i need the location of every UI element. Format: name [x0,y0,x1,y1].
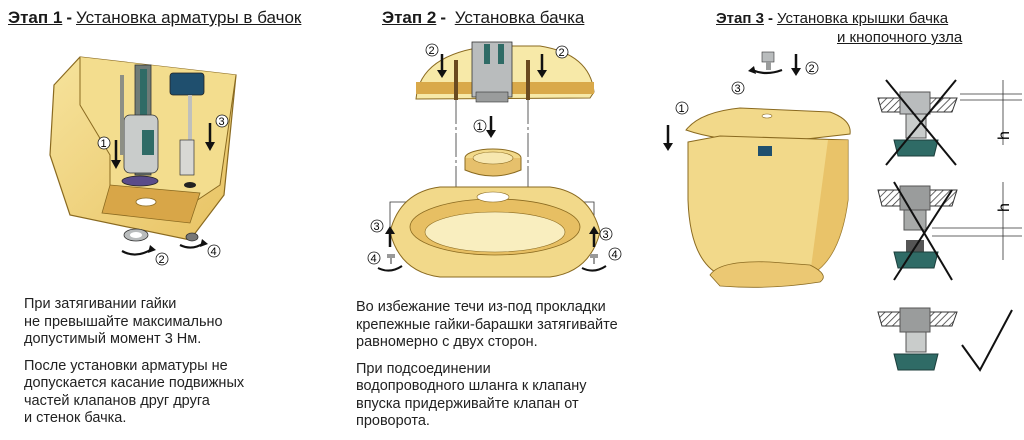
svg-text:2: 2 [809,63,815,75]
stage2-note-gasket: Во избежание течи из-под прокладки крепе… [356,299,618,350]
svg-text:3: 3 [374,221,380,233]
svg-text:2: 2 [559,47,565,59]
stage3-title-line2: и кнопочного узла [837,29,963,46]
stage3-name-line1: Установка крышки бачка [776,10,949,27]
stage1-label: Этап 1 [8,8,63,27]
stage3-title: Этап 3-Установка крышки бачка [716,10,949,27]
stage1-note-valves: После установки арматуры не допускается … [24,357,245,427]
stage1-notes: При затягивании гайки не превышайте макс… [24,296,344,437]
dimension-h-1: h [996,131,1013,140]
stage3-illustration: 1 2 3 [663,51,851,288]
svg-text:4: 4 [612,249,618,261]
svg-text:4: 4 [211,246,217,258]
svg-text:1: 1 [477,121,483,133]
button-fit-variants: h h [877,79,1022,372]
variant-wrong-2: h [877,181,1022,281]
svg-text:3: 3 [735,83,741,95]
svg-text:1: 1 [101,138,107,150]
stage3-label: Этап 3 [716,10,764,27]
variant-correct [877,307,1013,372]
svg-text:3: 3 [219,116,225,128]
svg-text:1: 1 [679,103,685,115]
svg-text:4: 4 [371,253,377,265]
stage2-title: Этап 2- Установка бачка [382,8,585,27]
stage1-note-torque: При затягивании гайки не превышайте макс… [24,296,223,347]
stage2-name: Установка бачка [454,8,585,27]
stage1-name: Установка арматуры в бачок [76,8,302,27]
dimension-h-2: h [996,203,1013,212]
variant-wrong-1: h [877,79,1022,166]
stage2-note-hose: При подсоединении водопроводного шланга … [356,360,587,430]
fill-valve-icon [169,72,205,188]
stage2-notes: Во избежание течи из-под прокладки крепе… [356,299,676,440]
stage2-label: Этап 2 [382,8,437,27]
flush-valve-icon [120,64,159,187]
stage2-illustration: 2 2 1 3 3 4 4 [367,41,622,278]
svg-text:3: 3 [603,229,609,241]
svg-text:2: 2 [159,254,165,266]
stage1-illustration: 1 3 2 4 [49,56,237,266]
svg-text:2: 2 [429,45,435,57]
stage1-title: Этап 1-Установка арматуры в бачок [8,8,302,27]
check-icon [961,309,1013,372]
